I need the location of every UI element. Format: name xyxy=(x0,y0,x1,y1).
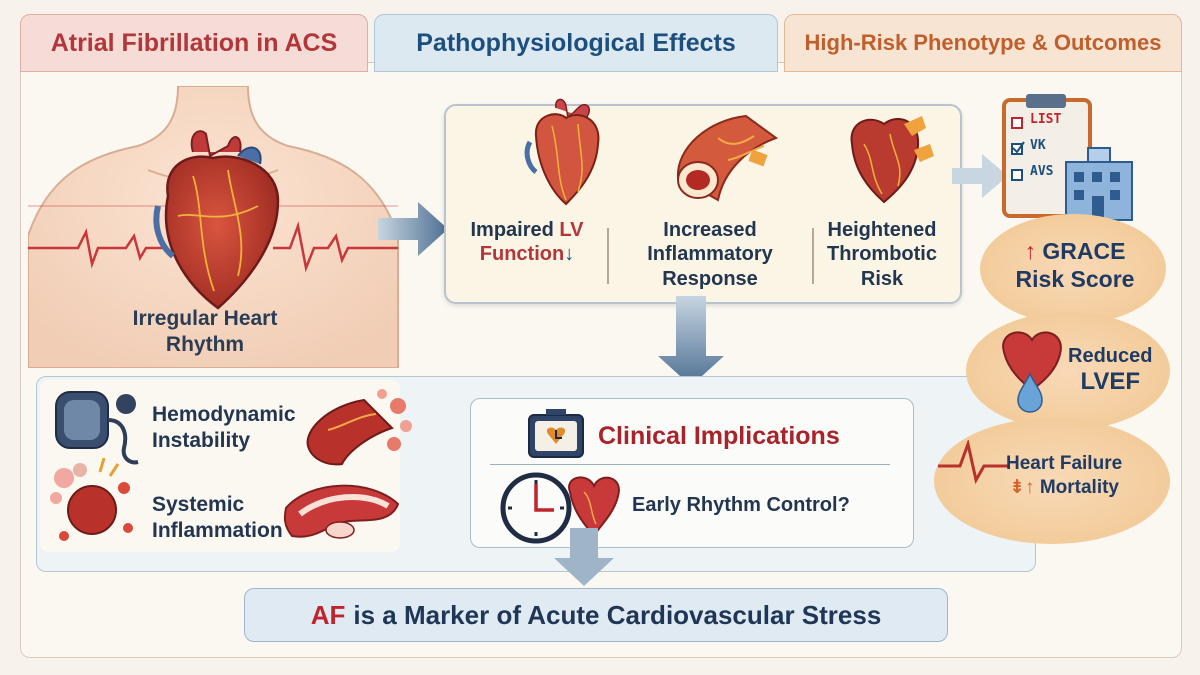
effect-thrombotic-risk: Heightened Thrombotic Risk xyxy=(814,218,950,291)
clinical-divider xyxy=(490,464,890,465)
label-line: Heart Failure xyxy=(1006,453,1123,474)
effect-inflammatory-response: Increased Inflammatory Response xyxy=(630,218,790,291)
inflammation-cells-icon xyxy=(50,458,133,541)
grace-score-blob xyxy=(980,214,1166,324)
clock-heart-icon xyxy=(500,472,620,544)
effect-divider xyxy=(607,228,609,284)
damaged-vessel-icon xyxy=(306,389,412,466)
heart-failure-mortality: Heart Failure ⇟↑ Mortality xyxy=(1006,452,1122,500)
checklist-item-2: VK xyxy=(1030,138,1046,153)
arrow-down-icon xyxy=(554,528,614,586)
label-line: Instability xyxy=(152,428,251,452)
conclusion-text: is a Marker of Acute Cardiovascular Stre… xyxy=(353,599,882,630)
tab-label: Pathophysiological Effects xyxy=(416,28,736,57)
label-line: Irregular Heart xyxy=(132,307,278,330)
label-line: Mortality xyxy=(1039,476,1120,498)
label-accent: LV xyxy=(559,219,584,241)
clinical-title: Clinical Implications xyxy=(598,422,840,450)
inflamed-vessel-icon xyxy=(676,114,779,202)
label-line: Impaired xyxy=(470,219,554,241)
checklist-hospital-icon xyxy=(1002,94,1133,221)
inflamed-artery-icon xyxy=(283,484,400,539)
down-arrow-icon: ↓ xyxy=(564,243,575,266)
tab-pathophysiological-effects[interactable]: Pathophysiological Effects xyxy=(374,14,778,72)
thrombotic-heart-icon xyxy=(850,116,934,204)
early-rhythm-control-label: Early Rhythm Control? xyxy=(632,494,850,516)
conclusion-accent: AF xyxy=(310,599,346,630)
up-arrow-icon: ↑ xyxy=(1024,238,1037,264)
label-line: Inflammation xyxy=(152,518,283,542)
lvef-blob xyxy=(966,312,1170,430)
heart-drop-icon xyxy=(1002,331,1062,413)
label-line: Systemic xyxy=(152,493,245,516)
ecg-trace-icon xyxy=(938,440,1008,484)
effect-divider xyxy=(812,228,814,284)
label-line: Rhythm xyxy=(165,333,245,357)
tab-atrial-fibrillation[interactable]: Atrial Fibrillation in ACS xyxy=(20,14,368,72)
arrow-down-icon xyxy=(658,296,724,386)
label-line: Response xyxy=(662,267,758,290)
checklist-item-1: LIST xyxy=(1030,112,1062,127)
heart-lv-icon xyxy=(524,98,600,206)
label-line: Risk Score xyxy=(1015,265,1135,292)
label-line: Increased xyxy=(663,219,757,241)
label-line: GRACE xyxy=(1042,238,1126,264)
heart-monitor-icon xyxy=(528,409,584,458)
effect-impaired-lv: Impaired LV Function↓ xyxy=(462,218,592,267)
heart-icon xyxy=(153,130,280,310)
tab-high-risk-outcomes[interactable]: High-Risk Phenotype & Outcomes xyxy=(784,14,1182,72)
label-line: Inflammatory xyxy=(647,243,773,266)
arrow-right-icon xyxy=(378,202,448,256)
conclusion-banner: AF is a Marker of Acute Cardiovascular S… xyxy=(244,588,948,642)
label-line: Thrombotic xyxy=(827,243,937,266)
heart-failure-blob xyxy=(934,418,1170,544)
hemodynamic-instability-label: Hemodynamic Instability xyxy=(152,402,296,453)
label-line: Risk xyxy=(860,267,904,290)
tab-label: High-Risk Phenotype & Outcomes xyxy=(804,30,1162,55)
grace-risk-score: ↑ GRACE Risk Score xyxy=(990,238,1160,293)
arrow-right-icon xyxy=(952,154,1008,198)
tab-label: Atrial Fibrillation in ACS xyxy=(50,28,338,57)
label-line: Function xyxy=(479,243,565,266)
systemic-inflammation-label: Systemic Inflammation xyxy=(152,492,283,543)
reduced-lvef: Reduced LVEF xyxy=(1068,344,1152,397)
checklist-item-3: AVS xyxy=(1030,164,1054,179)
label-line: LVEF xyxy=(1080,368,1141,395)
label-line: Reduced xyxy=(1068,345,1153,367)
up-arrow-icon: ⇟↑ xyxy=(1009,476,1035,498)
label-line: Heightened xyxy=(827,219,937,241)
irregular-rhythm-label: Irregular Heart Rhythm xyxy=(100,306,310,359)
chest-illustration xyxy=(28,86,399,368)
blood-pressure-cuff-icon xyxy=(55,391,139,465)
label-line: Hemodynamic xyxy=(152,403,296,426)
